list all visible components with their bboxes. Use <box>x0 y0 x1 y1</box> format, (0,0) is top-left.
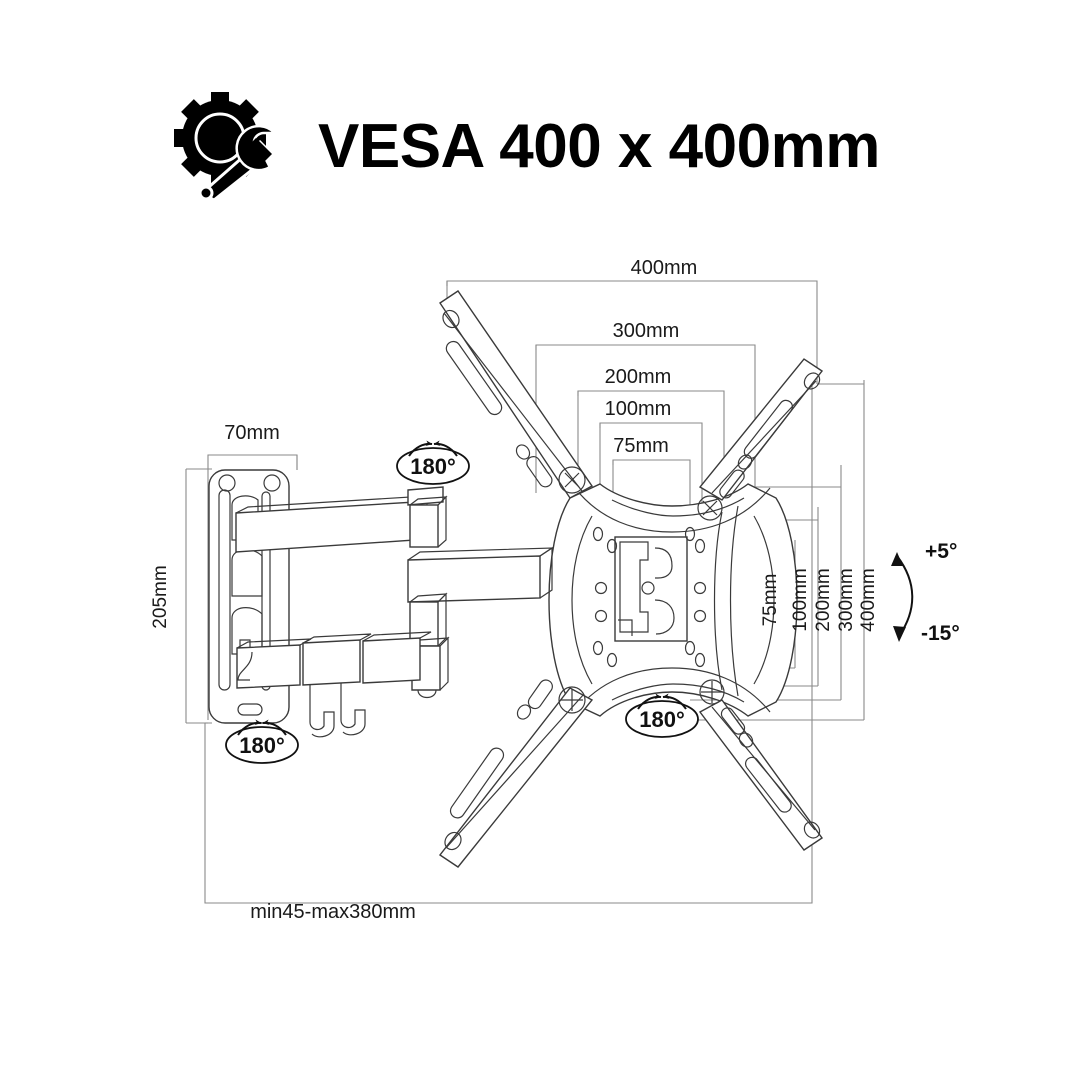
left-dimension-labels: 70mm 205mm <box>150 422 280 629</box>
wall-plate-and-arm <box>208 469 555 738</box>
dimension-label-300mm-horizontal: 300mm <box>613 320 680 342</box>
dimension-label-75mm-vertical: 75mm <box>760 574 781 627</box>
spider-arm-top-right <box>697 358 824 521</box>
rotation-badge-label: 180° <box>410 454 456 479</box>
dimension-label-200mm-horizontal: 200mm <box>605 366 672 388</box>
dimension-label-75mm-horizontal: 75mm <box>613 435 669 457</box>
gear-wrench-icon <box>174 92 278 202</box>
spider-arm-top-left <box>439 290 594 499</box>
dimension-label-200mm-vertical: 200mm <box>813 568 834 631</box>
tilt-up-label: +5° <box>925 540 957 563</box>
vertical-dimension-labels: 75mm 100mm 200mm 300mm 400mm <box>760 568 879 631</box>
dimension-label-100mm-vertical: 100mm <box>790 568 811 631</box>
page-title: VESA 400 x 400mm <box>318 112 880 181</box>
rotation-badge-top-arm: 180° <box>396 440 470 485</box>
dimension-label-100mm-horizontal: 100mm <box>605 398 672 420</box>
rotation-badge-label: 180° <box>639 707 685 732</box>
rotation-badge-wall-plate: 180° <box>225 719 299 764</box>
page-header: VESA 400 x 400mm <box>168 92 880 202</box>
spider-arm-bottom-right <box>698 679 823 851</box>
tilt-angle-indicator: +5° -15° <box>891 540 960 645</box>
dimension-label-extension-range: min45-max380mm <box>250 901 416 923</box>
spider-arm-bottom-left <box>438 679 594 868</box>
rotation-badge-label: 180° <box>239 733 285 758</box>
horizontal-dimension-labels: 400mm 300mm 200mm 100mm 75mm <box>605 257 698 457</box>
vesa-spider-assembly <box>438 290 824 868</box>
dimension-label-70mm: 70mm <box>224 422 280 444</box>
rotation-badge-vesa-plate: 180° <box>625 693 699 738</box>
dimension-label-300mm-vertical: 300mm <box>836 568 857 631</box>
dimension-label-205mm: 205mm <box>150 565 171 628</box>
dimension-label-400mm-horizontal: 400mm <box>631 257 698 279</box>
dimension-label-400mm-vertical: 400mm <box>858 568 879 631</box>
tilt-down-label: -15° <box>921 622 960 645</box>
